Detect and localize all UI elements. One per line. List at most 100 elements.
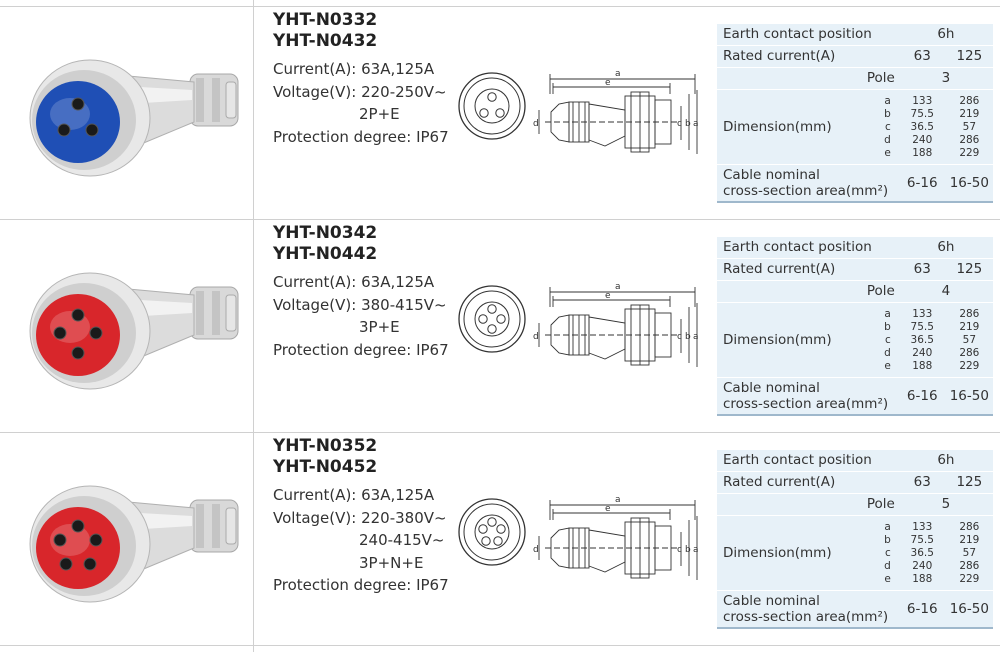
dimension-value: a	[884, 307, 891, 320]
cable-gland-icon	[189, 499, 239, 553]
dim-label-b: b	[685, 545, 691, 555]
pin-icon	[89, 326, 103, 340]
dimension-value: 57	[962, 333, 977, 346]
dimension-value: b	[884, 107, 891, 120]
specs-block: Current(A): 63A,125A Voltage(V): 220-380…	[273, 484, 449, 597]
earth-contact-label: Earth contact position	[717, 24, 899, 46]
socket-pin-icon	[479, 108, 489, 118]
cable-section-63: 6-16	[898, 377, 946, 416]
dimension-label: Dimension(mm)	[717, 89, 868, 165]
current-spec: Current(A): 63A,125A	[273, 273, 435, 291]
dimension-value: c	[885, 333, 891, 346]
product-row: YHT-N0332 YHT-N0432 Current(A): 63A,125A…	[0, 6, 1000, 219]
pin-icon	[89, 533, 103, 547]
dimension-value: e	[884, 359, 891, 372]
voltage-spec-line: 2P+E	[359, 105, 400, 123]
model-number: YHT-N0452	[273, 457, 378, 477]
voltage-spec: Voltage(V): 220-380V~	[273, 508, 447, 527]
dimension-value: 229	[959, 146, 980, 159]
dimension-value: 219	[959, 320, 980, 333]
rated-current-label: Rated current(A)	[717, 45, 899, 68]
socket-pin-icon	[478, 314, 488, 324]
plug-pins	[53, 519, 103, 571]
socket-pin-icon	[487, 304, 497, 314]
dimension-value: 57	[962, 120, 977, 133]
dim-label-a: a	[615, 69, 621, 79]
rated-current-63: 63	[898, 258, 946, 281]
pin-icon	[53, 326, 67, 340]
dim-label-c: c	[677, 332, 682, 342]
row-divider	[0, 432, 1000, 433]
pole-value: 3	[898, 67, 993, 90]
product-row: YHT-N0342 YHT-N0442 Current(A): 63A,125A…	[0, 219, 1000, 432]
plug-face	[36, 507, 120, 589]
model-numbers: YHT-N0332 YHT-N0432	[273, 10, 377, 52]
dimension-value: 57	[962, 546, 977, 559]
side-view-icon	[538, 287, 698, 367]
pin-icon	[71, 519, 85, 533]
protection-spec: Protection degree: IP67	[273, 576, 449, 594]
socket-pin-icon	[478, 524, 488, 534]
pole-value: 4	[898, 280, 993, 303]
pin-icon	[71, 308, 85, 322]
model-numbers: YHT-N0352 YHT-N0452	[273, 436, 377, 478]
cable-gland-icon	[189, 286, 239, 340]
socket-pin-icon	[487, 92, 497, 102]
dimension-value: 133	[912, 94, 933, 107]
dimension-drawing: a e d c b a	[458, 69, 699, 154]
dim-label-c: c	[677, 545, 682, 555]
earth-contact-value: 6h	[898, 450, 993, 472]
dimension-value: 229	[959, 572, 980, 585]
socket-pin-icon	[493, 536, 503, 546]
protection-spec: Protection degree: IP67	[273, 127, 449, 146]
socket-pin-icon	[496, 314, 506, 324]
pole-label: Pole	[717, 493, 899, 516]
cable-section-125: 16-50	[945, 590, 993, 629]
dimension-value: d	[884, 559, 891, 572]
pole-label: Pole	[717, 280, 899, 303]
socket-pin-icon	[496, 524, 506, 534]
rated-current-63: 63	[898, 45, 946, 68]
socket-front-icon	[458, 498, 526, 566]
dimension-value: 133	[912, 520, 933, 533]
dimension-value: 188	[912, 359, 933, 372]
cable-gland-icon	[189, 73, 239, 127]
plug-pins	[57, 97, 99, 137]
column-divider	[253, 0, 254, 652]
plug-photo	[29, 272, 239, 390]
dimension-value: 188	[912, 146, 933, 159]
dimension-value: 133	[912, 307, 933, 320]
socket-pin-icon	[495, 108, 505, 118]
dimension-drawing: a e d c b a	[458, 282, 699, 367]
cable-section-63: 6-16	[898, 590, 946, 629]
earth-contact-value: 6h	[898, 24, 993, 46]
dimension-label: Dimension(mm)	[717, 302, 868, 378]
dimension-value: b	[884, 533, 891, 546]
rated-current-label: Rated current(A)	[717, 471, 899, 494]
dim-label-c: c	[677, 119, 682, 129]
dimension-label: Dimension(mm)	[717, 515, 868, 591]
cable-section-63: 6-16	[898, 164, 946, 203]
dimension-value: a	[884, 520, 891, 533]
plug-photo	[29, 59, 239, 177]
dim-label-b: b	[685, 332, 691, 342]
plug-pins	[53, 308, 103, 360]
voltage-spec: Voltage(V): 220-250V~	[273, 82, 447, 101]
dim-label-e: e	[605, 291, 611, 301]
socket-pin-icon	[487, 324, 497, 334]
dim-label-a: a	[615, 282, 621, 292]
pin-icon	[85, 123, 99, 137]
socket-front-icon	[458, 72, 526, 140]
socket-pin-icon	[481, 536, 491, 546]
dimension-value: 240	[912, 559, 933, 572]
plug-face	[36, 81, 120, 163]
pin-icon	[59, 557, 73, 571]
pin-icon	[57, 123, 71, 137]
specs-block: Current(A): 63A,125A Voltage(V): 220-250…	[273, 58, 449, 148]
